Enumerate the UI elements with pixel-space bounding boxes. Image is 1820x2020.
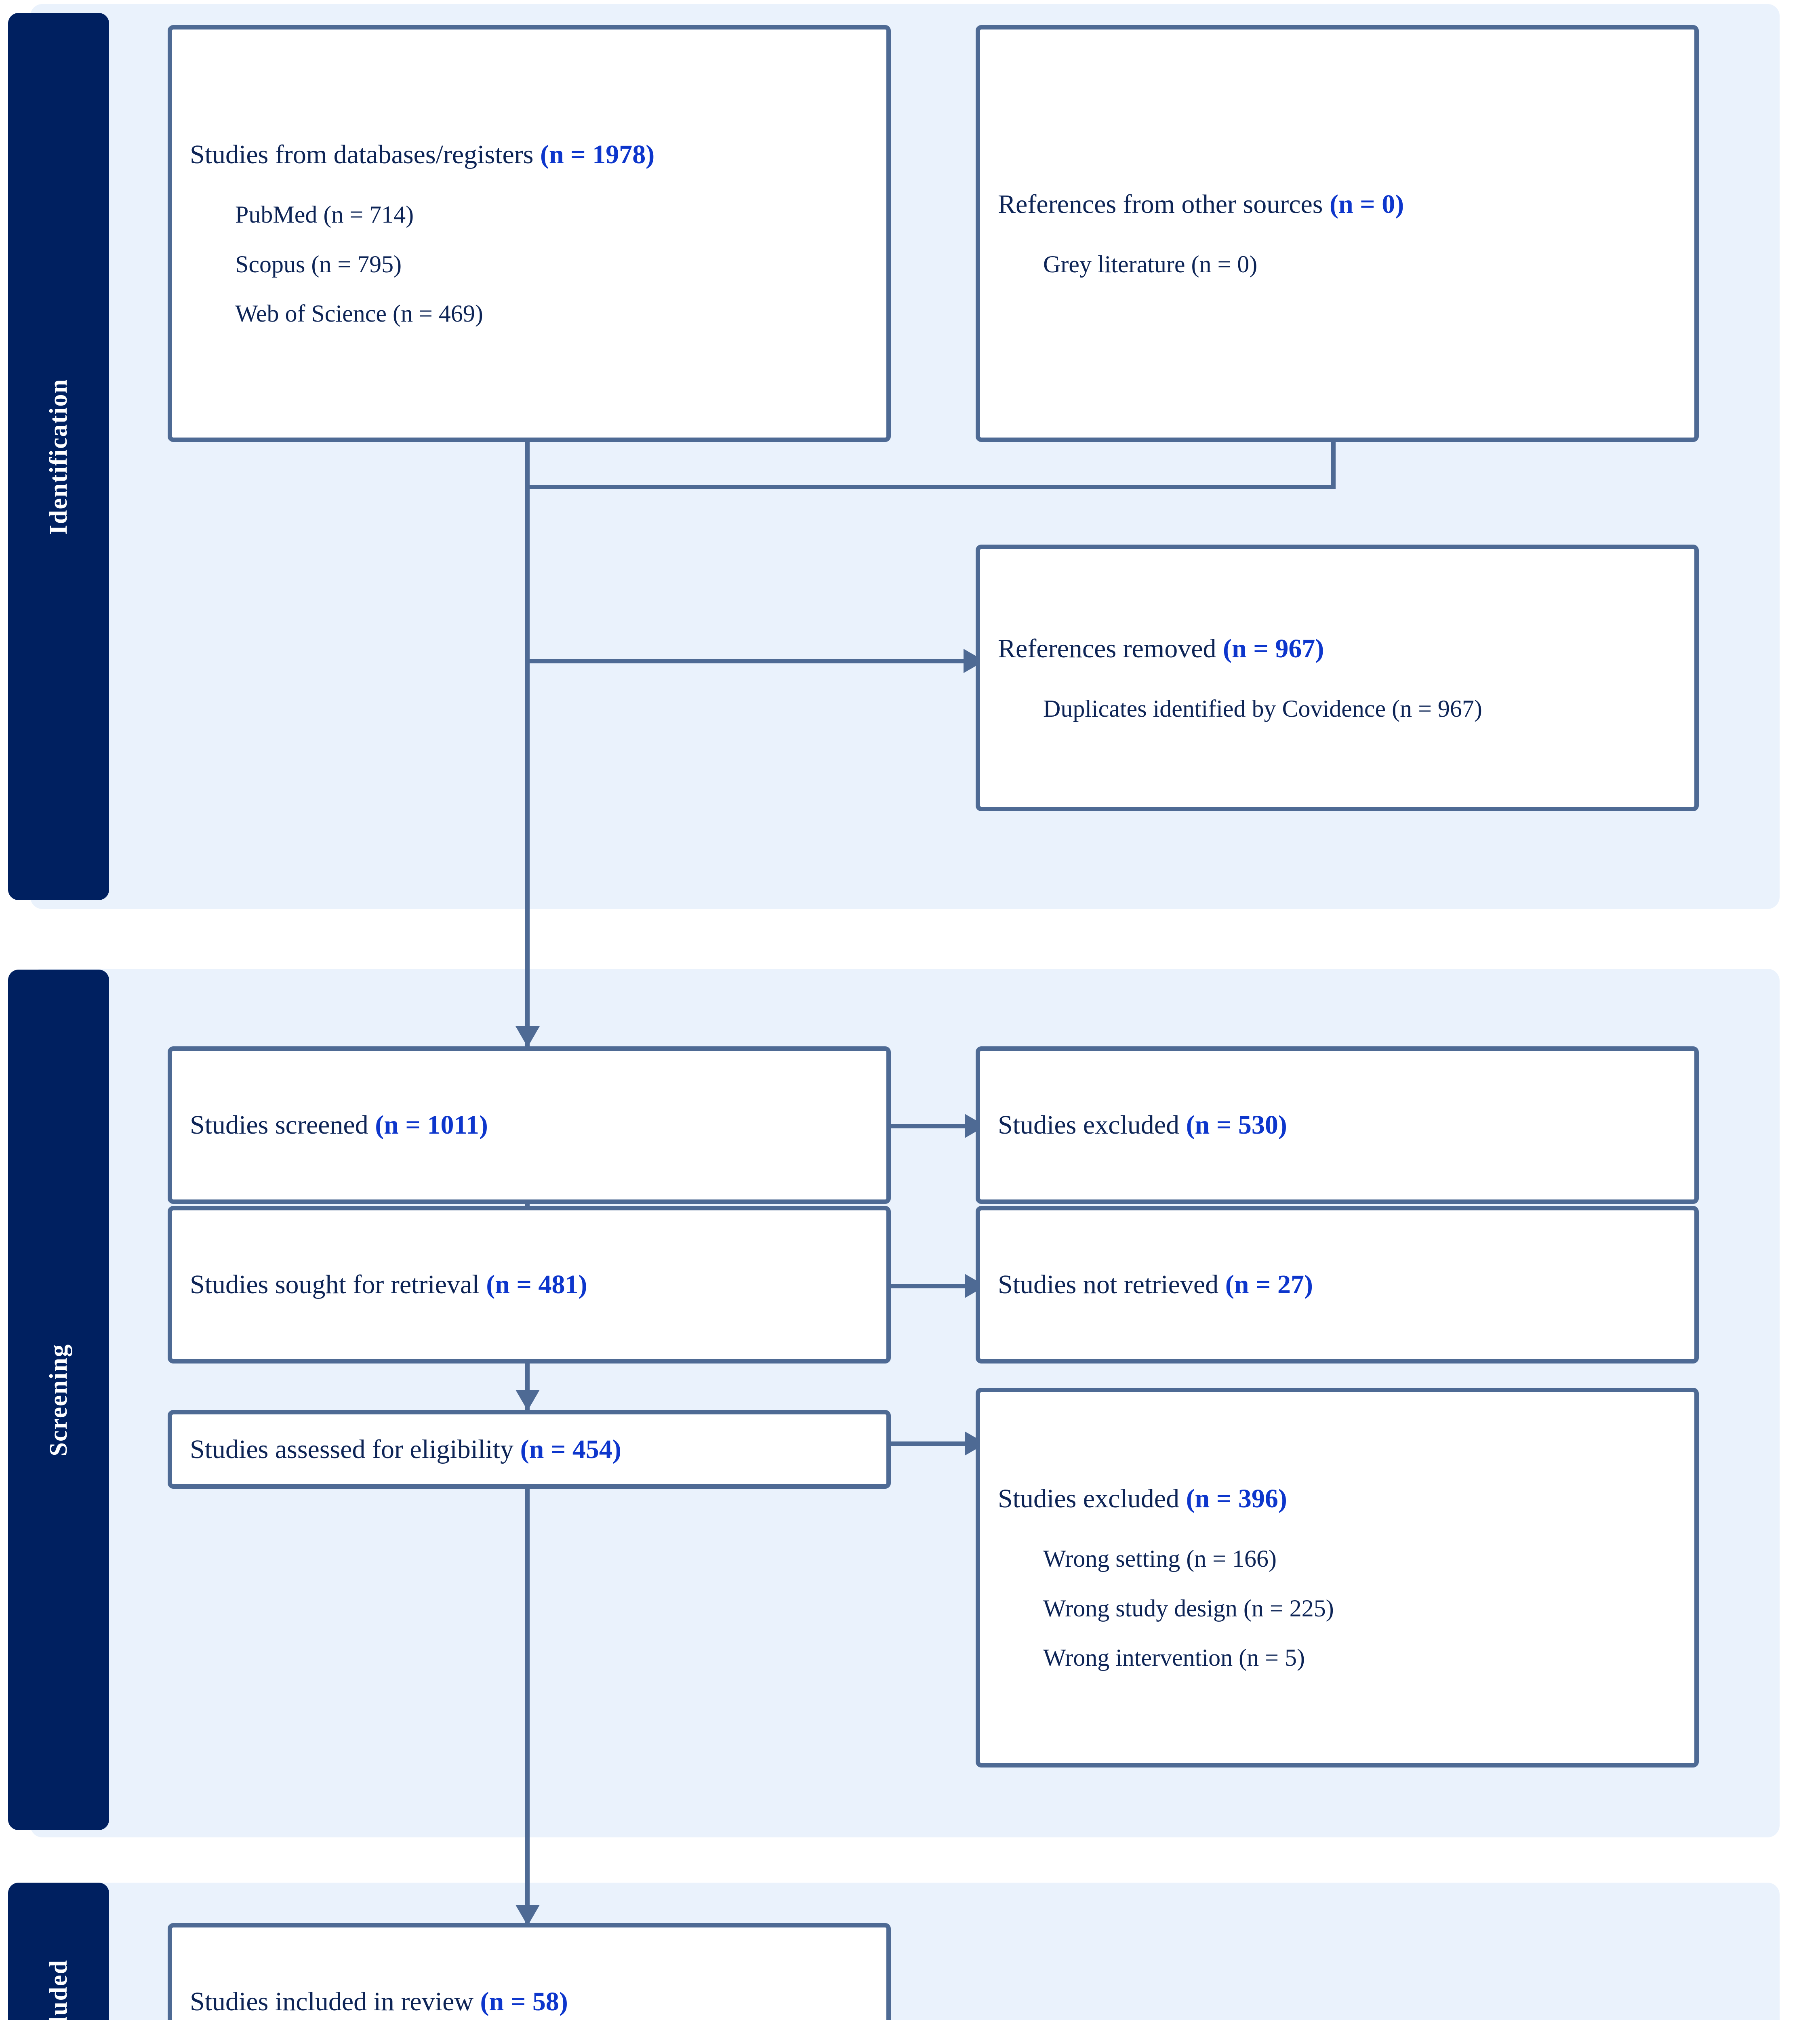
box-excluded-elig-item-0: Wrong setting (n = 166) <box>1043 1545 1277 1572</box>
box-included-review-title-text: Studies included in review <box>190 1987 480 2017</box>
box-excluded-screen-title: Studies excluded (n = 530) <box>998 1109 1677 1141</box>
box-references-removed-title: References removed (n = 967) <box>998 633 1677 665</box>
connector-assessed-to-included <box>525 1487 530 1923</box>
connector-sought-to-assessed <box>525 1335 530 1410</box>
connector-othersources-down <box>1331 440 1336 489</box>
box-studies-not-retrieved: Studies not retrieved (n = 27) <box>976 1206 1699 1364</box>
box-databases-count: (n = 1978) <box>540 139 655 169</box>
box-excluded-elig-item-1: Wrong study design (n = 225) <box>1043 1595 1334 1622</box>
box-excluded-elig-title-text: Studies excluded <box>998 1483 1186 1513</box>
box-sought-title: Studies sought for retrieval (n = 481) <box>190 1269 869 1300</box>
box-databases-item-0: PubMed (n = 714) <box>235 201 414 228</box>
box-sought-title-text: Studies sought for retrieval <box>190 1270 486 1300</box>
box-excluded-screen-count: (n = 530) <box>1186 1110 1287 1140</box>
stage-label-identification: Identification <box>45 378 72 535</box>
box-databases-title: Studies from databases/registers (n = 19… <box>190 139 869 170</box>
box-references-removed: References removed (n = 967) Duplicates … <box>976 545 1699 811</box>
arrowhead-to-included <box>515 1905 540 1926</box>
box-databases-title-text: Studies from databases/registers <box>190 139 540 169</box>
box-other-sources-count: (n = 0) <box>1329 189 1404 219</box>
box-screened-count: (n = 1011) <box>375 1110 488 1140</box>
box-studies-sought-for-retrieval: Studies sought for retrieval (n = 481) <box>168 1206 891 1364</box>
connector-assessed-to-excluded <box>877 1441 974 1446</box>
box-studies-excluded-eligibility: Studies excluded (n = 396) Wrong setting… <box>976 1388 1699 1768</box>
connector-identification-join <box>525 485 1336 489</box>
box-other-sources-title-text: References from other sources <box>998 189 1330 219</box>
box-included-review-count: (n = 58) <box>480 1987 568 2017</box>
connector-to-references-removed <box>525 659 964 663</box>
arrowhead-to-screened <box>515 1026 540 1047</box>
stage-tab-screening: Screening <box>8 970 109 1830</box>
box-excluded-elig-count: (n = 396) <box>1186 1483 1287 1513</box>
connector-sought-notretrieved-line <box>877 1284 974 1288</box>
box-screened-title: Studies screened (n = 1011) <box>190 1109 869 1141</box>
box-studies-from-databases: Studies from databases/registers (n = 19… <box>168 25 891 442</box>
box-databases-item-1: Scopus (n = 795) <box>235 250 402 278</box>
box-not-retrieved-title-text: Studies not retrieved <box>998 1270 1225 1300</box>
box-excluded-elig-item-2: Wrong intervention (n = 5) <box>1043 1644 1305 1671</box>
box-excluded-screen-title-text: Studies excluded <box>998 1110 1186 1140</box>
box-assessed-title: Studies assessed for eligibility (n = 45… <box>190 1434 869 1465</box>
box-assessed-title-text: Studies assessed for eligibility <box>190 1434 520 1464</box>
box-other-sources-title: References from other sources (n = 0) <box>998 189 1677 220</box>
box-included-review-title: Studies included in review (n = 58) <box>190 1986 869 2018</box>
connector-screened-to-excluded <box>877 1124 974 1128</box>
stage-label-screening: Screening <box>45 1343 72 1456</box>
box-excluded-elig-title: Studies excluded (n = 396) <box>998 1483 1677 1515</box>
stage-tab-included: Included <box>8 1883 109 2020</box>
box-not-retrieved-count: (n = 27) <box>1225 1270 1313 1300</box>
box-databases-item-2: Web of Science (n = 469) <box>235 300 483 327</box>
box-sought-count: (n = 481) <box>486 1270 587 1300</box>
box-assessed-count: (n = 454) <box>520 1434 621 1464</box>
box-studies-screened: Studies screened (n = 1011) <box>168 1046 891 1204</box>
stage-label-included: Included <box>45 1959 72 2020</box>
stage-tab-identification: Identification <box>8 13 109 900</box>
box-screened-title-text: Studies screened <box>190 1110 375 1140</box>
box-references-other-sources: References from other sources (n = 0) Gr… <box>976 25 1699 442</box>
box-references-removed-title-text: References removed <box>998 633 1223 663</box>
arrowhead-sought-to-assessed <box>515 1390 540 1411</box>
box-references-removed-count: (n = 967) <box>1223 633 1324 663</box>
box-studies-assessed-for-eligibility: Studies assessed for eligibility (n = 45… <box>168 1410 891 1489</box>
connector-main-trunk-identification <box>525 485 530 1046</box>
box-studies-excluded-screening: Studies excluded (n = 530) <box>976 1046 1699 1204</box>
box-references-removed-item-0: Duplicates identified by Covidence (n = … <box>1043 695 1482 722</box>
connector-databases-down <box>525 440 530 489</box>
box-studies-included-in-review: Studies included in review (n = 58) <box>168 1923 891 2020</box>
box-other-sources-item-0: Grey literature (n = 0) <box>1043 250 1258 278</box>
box-not-retrieved-title: Studies not retrieved (n = 27) <box>998 1269 1677 1300</box>
